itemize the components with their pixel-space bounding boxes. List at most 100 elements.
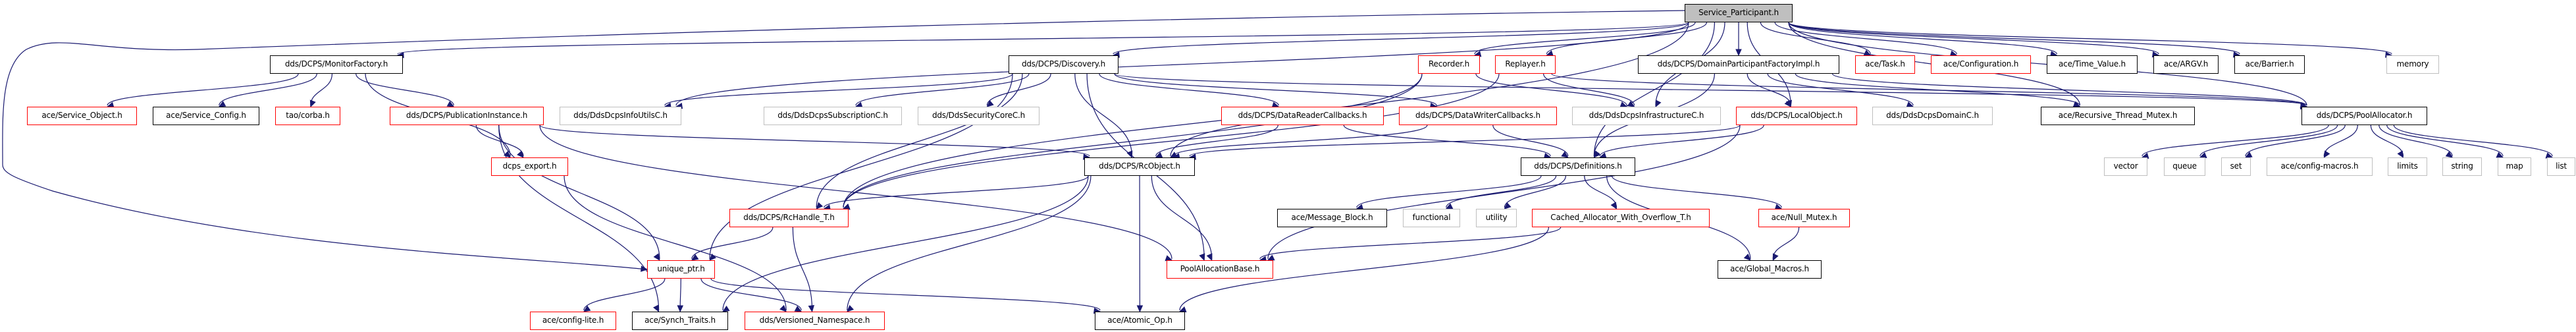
node-rcobject[interactable]: dds/DCPS/RcObject.h bbox=[1084, 157, 1195, 176]
edge-drcallbacks-to-rcobject bbox=[1155, 124, 1278, 157]
node-dpfimpl[interactable]: dds/DCPS/DomainParticipantFactoryImpl.h bbox=[1638, 55, 1839, 74]
node-limits[interactable]: limits bbox=[2388, 157, 2427, 176]
arrowhead-icon-poolallocator-to-map bbox=[2496, 152, 2504, 158]
arrowhead-icon-rcobject-to-versionedns bbox=[846, 305, 854, 312]
edge-discovery-to-poolallocator bbox=[1114, 73, 2307, 106]
arrowhead-icon-monitorfactory-to-pubinstance bbox=[446, 101, 455, 107]
node-monitorfactory[interactable]: dds/DCPS/MonitorFactory.h bbox=[270, 55, 403, 74]
node-replayer[interactable]: Replayer.h bbox=[1495, 55, 1556, 74]
edge-dwcallbacks-to-definitions bbox=[1492, 124, 1569, 157]
edge-sp-to-timevalue bbox=[1788, 22, 2057, 55]
arrowhead-icon-discovery-to-uniqueptr bbox=[709, 253, 717, 261]
edge-dwcallbacks-to-rcobject bbox=[1172, 124, 1428, 157]
node-barrier[interactable]: ace/Barrier.h bbox=[2234, 55, 2305, 74]
node-rchandle[interactable]: dds/DCPS/RcHandle_T.h bbox=[729, 209, 849, 227]
node-map[interactable]: map bbox=[2498, 157, 2531, 176]
arrowhead-icon-poolallocator-to-set bbox=[2244, 152, 2253, 158]
arrowhead-icon-dpfimpl-to-definitions bbox=[1593, 150, 1601, 158]
arrowhead-icon-rchandle-to-uniqueptr bbox=[691, 254, 699, 261]
node-messageblock[interactable]: ace/Message_Block.h bbox=[1277, 209, 1387, 227]
node-timevalue[interactable]: ace/Time_Value.h bbox=[2047, 55, 2138, 74]
arrowhead-icon-sp-to-dpfimpl bbox=[1735, 49, 1742, 57]
node-versionedns[interactable]: dds/Versioned_Namespace.h bbox=[745, 312, 885, 330]
edge-sp-to-task bbox=[1760, 22, 1871, 55]
node-configuration[interactable]: ace/Configuration.h bbox=[1931, 55, 2031, 74]
edge-monitorfactory-to-serviceconfig bbox=[219, 73, 317, 106]
node-string[interactable]: string bbox=[2442, 157, 2482, 176]
edge-definitions-to-messageblock bbox=[1356, 175, 1542, 208]
node-list[interactable]: list bbox=[2547, 157, 2575, 176]
edge-definitions-to-functional bbox=[1446, 175, 1557, 208]
node-infrastructurec[interactable]: dds/DdsDcpsInfrastructureC.h bbox=[1572, 107, 1721, 125]
node-configmacros[interactable]: ace/config-macros.h bbox=[2267, 157, 2373, 176]
node-definitions[interactable]: dds/DCPS/Definitions.h bbox=[1521, 157, 1635, 176]
node-poolallocator[interactable]: dds/DCPS/PoolAllocator.h bbox=[2301, 107, 2427, 125]
node-dcpsexport[interactable]: dcps_export.h bbox=[491, 157, 568, 176]
arrowhead-icon-definitions-to-utility bbox=[1504, 202, 1511, 209]
arrowhead-icon-pubinstance-to-uniqueptr bbox=[653, 253, 660, 262]
edge-rchandle-to-uniqueptr bbox=[691, 227, 774, 260]
edge-sp-to-configuration bbox=[1774, 22, 1957, 55]
edge-sp-to-memory bbox=[1788, 22, 2392, 55]
edge-rcobject-to-rchandle bbox=[824, 175, 1089, 208]
node-pubinstance[interactable]: dds/DCPS/PublicationInstance.h bbox=[390, 107, 544, 125]
node-task[interactable]: ace/Task.h bbox=[1855, 55, 1915, 74]
node-domainc[interactable]: dds/DdsDcpsDomainC.h bbox=[1872, 107, 1993, 125]
node-recmutex[interactable]: ace/Recursive_Thread_Mutex.h bbox=[2041, 107, 2195, 125]
arrowhead-icon-dwcallbacks-to-definitions bbox=[1561, 151, 1569, 158]
edge-monitorfactory-to-pubinstance bbox=[355, 73, 454, 106]
node-securitycorec[interactable]: dds/DdsSecurityCoreC.h bbox=[918, 107, 1039, 125]
edge-discovery-to-drcallbacks bbox=[1099, 73, 1279, 106]
edge-dcpsexport-to-versionedns bbox=[564, 175, 787, 311]
node-globalmacros[interactable]: ace/Global_Macros.h bbox=[1718, 260, 1822, 279]
arrowhead-icon-drcallbacks-to-rcobject bbox=[1155, 152, 1163, 158]
arrowhead-icon-nullmutex-to-globalmacros bbox=[1772, 253, 1779, 262]
edge-sp-to-infoutils bbox=[675, 22, 1689, 106]
node-vector[interactable]: vector bbox=[2104, 157, 2147, 176]
edge-dpfimpl-to-recmutex bbox=[1795, 73, 2080, 106]
node-argv[interactable]: ace/ARGV.h bbox=[2153, 55, 2219, 74]
node-uniqueptr[interactable]: unique_ptr.h bbox=[647, 260, 715, 279]
edge-rcobject-to-versionedns bbox=[847, 175, 1091, 311]
edge-cachedalloc-to-atomicop bbox=[1179, 227, 1550, 311]
node-drcallbacks[interactable]: dds/DCPS/DataReaderCallbacks.h bbox=[1221, 107, 1384, 125]
node-poolallocbase[interactable]: PoolAllocationBase.h bbox=[1167, 260, 1273, 279]
node-discovery[interactable]: dds/DCPS/Discovery.h bbox=[1009, 55, 1118, 74]
edge-discovery-to-securitycorec bbox=[986, 73, 1051, 106]
node-subscriptionc[interactable]: dds/DdsDcpsSubscriptionC.h bbox=[764, 107, 902, 125]
node-memory[interactable]: memory bbox=[2386, 55, 2439, 74]
node-configlite[interactable]: ace/config-lite.h bbox=[530, 312, 616, 330]
edge-pubinstance-to-rcobject bbox=[539, 124, 1090, 157]
node-localobject[interactable]: dds/DCPS/LocalObject.h bbox=[1736, 107, 1857, 125]
edge-poolallocator-to-queue bbox=[2199, 124, 2338, 157]
edge-localobject-to-definitions bbox=[1599, 124, 1764, 157]
node-serviceconfig[interactable]: ace/Service_Config.h bbox=[153, 107, 259, 125]
node-serviceobject[interactable]: ace/Service_Object.h bbox=[27, 107, 137, 125]
edge-drcallbacks-to-definitions bbox=[1343, 124, 1551, 157]
node-recorder[interactable]: Recorder.h bbox=[1418, 55, 1480, 74]
edge-rcobject-to-poolallocbase bbox=[1151, 175, 1213, 260]
node-nullmutex[interactable]: ace/Null_Mutex.h bbox=[1758, 209, 1850, 227]
edge-uniqueptr-to-versionedns bbox=[700, 278, 802, 311]
node-infoutils[interactable]: dds/DdsDcpsInfoUtilsC.h bbox=[560, 107, 681, 125]
edge-sp-to-argv bbox=[1788, 22, 2159, 55]
edge-discovery-to-subscriptionc bbox=[855, 73, 1030, 106]
node-cachedalloc[interactable]: Cached_Allocator_With_Overflow_T.h bbox=[1532, 209, 1710, 227]
edge-definitions-to-cachedalloc bbox=[1584, 175, 1617, 208]
node-dwcallbacks[interactable]: dds/DCPS/DataWriterCallbacks.h bbox=[1399, 107, 1557, 125]
node-atomicop[interactable]: ace/Atomic_Op.h bbox=[1095, 312, 1185, 330]
node-utility[interactable]: utility bbox=[1476, 209, 1517, 227]
arrowhead-icon-sp-to-infrastructurec bbox=[1655, 99, 1662, 108]
arrowhead-icon-rcobject-to-atomicop bbox=[1136, 305, 1143, 313]
node-synchtraits[interactable]: ace/Synch_Traits.h bbox=[632, 312, 728, 330]
node-sp[interactable]: Service_Participant.h bbox=[1685, 4, 1793, 22]
node-functional[interactable]: functional bbox=[1403, 209, 1460, 227]
edge-rchandle-to-versionedns bbox=[792, 227, 813, 311]
node-queue[interactable]: queue bbox=[2164, 157, 2205, 176]
node-set[interactable]: set bbox=[2221, 157, 2251, 176]
arrowhead-icon-poolallocator-to-limits bbox=[2397, 150, 2404, 159]
edge-poolallocator-to-map bbox=[2386, 124, 2504, 157]
edge-poolallocator-to-set bbox=[2245, 124, 2346, 157]
node-corba[interactable]: tao/corba.h bbox=[275, 107, 340, 125]
